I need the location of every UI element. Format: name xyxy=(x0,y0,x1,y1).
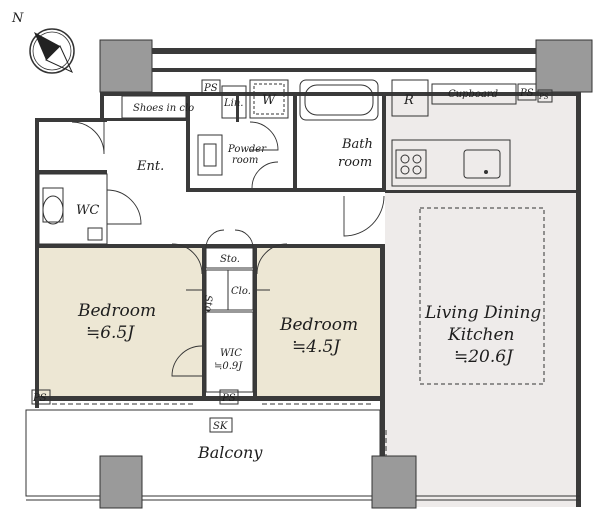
wc-label: WC xyxy=(76,203,99,218)
wic-label: WIC xyxy=(220,348,242,359)
ps-top-left-label: PS xyxy=(203,83,218,94)
washer-label: W xyxy=(262,93,277,108)
bath-room-label-2: room xyxy=(338,155,372,170)
shoes-in-clo-label: Shoes in clo xyxy=(133,103,194,114)
bedroom1-area-label: ≒6.5J xyxy=(86,323,135,343)
sk-label: SK xyxy=(213,421,228,432)
ps-top-right-label: PS xyxy=(519,88,534,99)
ldk-label-1: Living Dining xyxy=(424,303,541,323)
bedroom2-area-label: ≒4.5J xyxy=(292,337,341,357)
ldk-floor xyxy=(385,92,580,507)
compass: N xyxy=(11,11,75,74)
closet-label: Clo. xyxy=(231,286,251,297)
top-right-pillar xyxy=(535,39,593,93)
bottom-left-pillar xyxy=(99,455,143,509)
bedroom2-label: Bedroom xyxy=(279,315,358,335)
linen-label: Lin. xyxy=(223,98,243,109)
powder-room-label-1: Powder xyxy=(227,144,267,155)
north-label: N xyxy=(11,11,24,26)
powder-room-label-2: room xyxy=(232,155,258,166)
storage-top-label: Sto. xyxy=(220,254,240,265)
ps-bottom-mid-label: PS xyxy=(221,393,236,404)
ldk-area-label: ≒20.6J xyxy=(454,347,514,367)
top-left-pillar xyxy=(99,39,153,93)
ps-corner-label: PS xyxy=(538,93,549,101)
bedroom1-label: Bedroom xyxy=(77,301,156,321)
ps-bottom-left-label: PS xyxy=(32,393,47,404)
refrigerator-label: R xyxy=(403,93,414,108)
entrance-label: Ent. xyxy=(136,159,164,174)
bath-room-label-1: Bath xyxy=(341,137,373,152)
storage-side-label: Sto. xyxy=(202,295,213,315)
bottom-right-pillar xyxy=(371,455,417,509)
ldk-label-2: Kitchen xyxy=(447,325,514,345)
bedroom2-floor xyxy=(257,248,382,396)
north-arrow-icon xyxy=(34,32,60,60)
bedroom1-floor xyxy=(37,248,202,396)
wic-area-label: ≒0.9J xyxy=(214,361,243,372)
cupboard-label: Cupboard xyxy=(448,89,498,100)
balcony-label: Balcony xyxy=(197,443,263,462)
